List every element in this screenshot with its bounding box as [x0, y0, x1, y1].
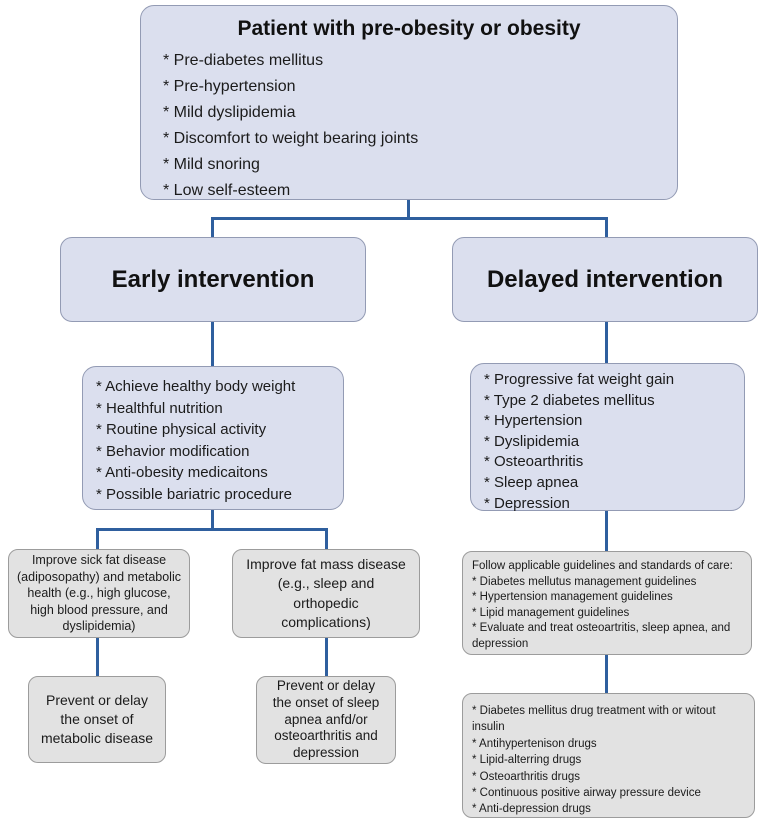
connector-fat-to-prevent — [325, 637, 328, 677]
list-item: * Evaluate and treat osteoartritis, slee… — [472, 622, 731, 650]
connector-guidelines-to-drugs — [605, 654, 608, 694]
connector-root-to-branch — [407, 196, 410, 219]
node-improve-fat-mass-disease: Improve fat mass disease (e.g., sleep an… — [232, 549, 420, 638]
list-item: * Progressive fat weight gain — [484, 371, 675, 388]
root-title: Patient with pre-obesity or obesity — [237, 17, 581, 40]
node-delayed-findings: * Progressive fat weight gain * Type 2 di… — [470, 363, 745, 512]
node-prevent-sleep-apnea: Prevent or delay the onset of sleep apne… — [256, 676, 396, 764]
node-patient-root: Patient with pre-obesity or obesity * Pr… — [140, 5, 678, 200]
list-item: * Discomfort to weight bearing joints — [163, 130, 419, 147]
node-improve-sick-fat-disease: Improve sick fat disease (adiposopathy) … — [8, 549, 190, 638]
connector-drop-early — [211, 217, 214, 238]
node-guidelines: Follow applicable guidelines and standar… — [462, 551, 752, 655]
list-item: * Pre-hypertension — [163, 78, 296, 95]
connector-findings-to-guidelines — [605, 510, 608, 552]
list-item: * Diabetes mellutus management guideline… — [472, 575, 697, 588]
list-item: * Dyslipidemia — [484, 432, 580, 450]
list-item: * Anti-obesity medicaitons — [96, 464, 268, 481]
list-item: * Continuous positive airway pressure de… — [472, 787, 701, 800]
connector-drop-improve-fat — [325, 528, 328, 550]
connector-delayed-to-findings — [605, 322, 608, 364]
list-item: * Diabetes mellitus drug treatment with … — [472, 705, 716, 734]
node-drug-treatments: * Diabetes mellitus drug treatment with … — [462, 693, 755, 818]
connector-early-split — [96, 528, 328, 531]
list-item: * Pre-diabetes mellitus — [163, 52, 324, 69]
connector-early-to-actions — [211, 322, 214, 367]
list-item: * Anti-depression drugs — [472, 803, 591, 816]
list-item: * Routine physical activity — [96, 421, 267, 438]
list-item: * Lipid-alterring drugs — [472, 754, 582, 767]
connector-drop-delayed — [605, 217, 608, 238]
list-item: * Possible bariatric procedure — [96, 485, 292, 503]
list-item: * Osteoarthritis drugs — [472, 770, 581, 783]
list-item: * Sleep apnea — [484, 473, 579, 491]
node-delayed-intervention: Delayed intervention — [452, 237, 758, 322]
list-item: * Hypertension management guidelines — [472, 591, 673, 604]
list-item: * Osteoarthritis — [484, 453, 584, 471]
node-early-intervention: Early intervention — [60, 237, 366, 322]
list-item: * Behavior modification — [96, 442, 250, 460]
connector-branch-split — [211, 217, 608, 220]
early-header-label: Early intervention — [111, 265, 315, 293]
connector-sick-to-prevent — [96, 637, 99, 677]
list-item: * Hypertension — [484, 412, 583, 430]
guidelines-intro: Follow applicable guidelines and standar… — [472, 560, 733, 572]
guidelines-list: * Diabetes mellutus management guideline… — [472, 575, 745, 653]
node-prevent-metabolic-disease: Prevent or delay the onset of metabolic … — [28, 676, 166, 763]
list-item: * Lipid management guidelines — [472, 606, 630, 619]
list-item: * Antihypertenison drugs — [472, 737, 597, 750]
list-item: * Mild dyslipidemia — [163, 104, 296, 121]
connector-drop-improve-sick — [96, 528, 99, 550]
list-item: * Healthful nutrition — [96, 399, 223, 417]
list-item: * Depression — [484, 494, 570, 512]
node-early-actions: * Achieve healthy body weight * Healthful… — [82, 366, 344, 510]
delayed-header-label: Delayed intervention — [486, 265, 724, 293]
list-item: * Low self-esteem — [163, 182, 291, 199]
root-item-list: * Pre-diabetes mellitus * Pre-hypertensio… — [163, 48, 677, 204]
list-item: * Achieve healthy body weight — [96, 378, 296, 395]
list-item: * Mild snoring — [163, 156, 260, 173]
connector-actions-down — [211, 509, 214, 530]
list-item: * Type 2 diabetes mellitus — [484, 391, 655, 409]
